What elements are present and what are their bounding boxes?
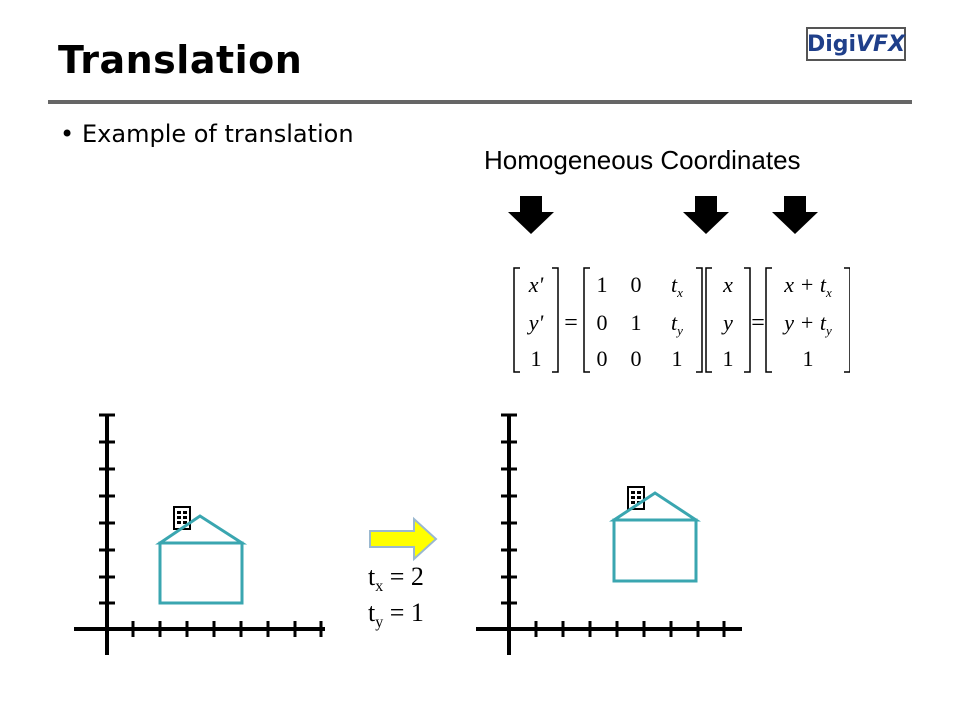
m00: 1 bbox=[597, 272, 608, 297]
m20: 0 bbox=[597, 346, 608, 371]
m01: 0 bbox=[631, 272, 642, 297]
bullet-text: Example of translation bbox=[82, 120, 354, 148]
logo-text-vfx: VFX bbox=[856, 31, 906, 57]
house-original bbox=[155, 506, 248, 605]
bullet-dot: • bbox=[60, 120, 75, 148]
lhs-1: 1 bbox=[531, 346, 542, 371]
logo-text-digi: Digi bbox=[806, 31, 857, 57]
lhs-x: x' bbox=[528, 272, 544, 297]
right-axes bbox=[476, 413, 742, 655]
bullet-item: •Example of translation bbox=[60, 120, 354, 148]
translation-arrow-icon bbox=[369, 516, 438, 562]
translation-formula: x' y' 1 = 1 0 tx 0 1 ty 0 0 1 x y 1 = x … bbox=[513, 267, 850, 373]
matrix-brackets bbox=[513, 267, 850, 373]
down-arrow-icon bbox=[772, 196, 818, 234]
slide-title: Translation bbox=[58, 38, 303, 82]
m02: tx bbox=[671, 272, 683, 300]
m12: ty bbox=[671, 310, 683, 338]
house-translated bbox=[608, 486, 702, 583]
left-axes bbox=[74, 413, 325, 655]
res-1: 1 bbox=[803, 346, 814, 371]
m10: 0 bbox=[597, 310, 608, 335]
title-divider bbox=[48, 100, 912, 104]
vec-x: x bbox=[722, 272, 733, 297]
m22: 1 bbox=[672, 346, 683, 371]
m21: 0 bbox=[631, 346, 642, 371]
homogeneous-label: Homogeneous Coordinates bbox=[484, 145, 801, 175]
m11: 1 bbox=[631, 310, 642, 335]
lhs-y: y' bbox=[527, 310, 544, 335]
down-arrow-icon bbox=[683, 196, 729, 234]
vec-y: y bbox=[721, 310, 733, 335]
vec-1: 1 bbox=[723, 346, 734, 371]
res-y: y + ty bbox=[782, 310, 832, 338]
equals-sign: = bbox=[751, 310, 765, 336]
equals-sign: = bbox=[564, 310, 578, 336]
tx-label: tx = 2 bbox=[368, 562, 424, 596]
res-x: x + tx bbox=[783, 272, 832, 300]
down-arrow-icon bbox=[508, 196, 554, 234]
ty-label: ty = 1 bbox=[368, 598, 424, 632]
